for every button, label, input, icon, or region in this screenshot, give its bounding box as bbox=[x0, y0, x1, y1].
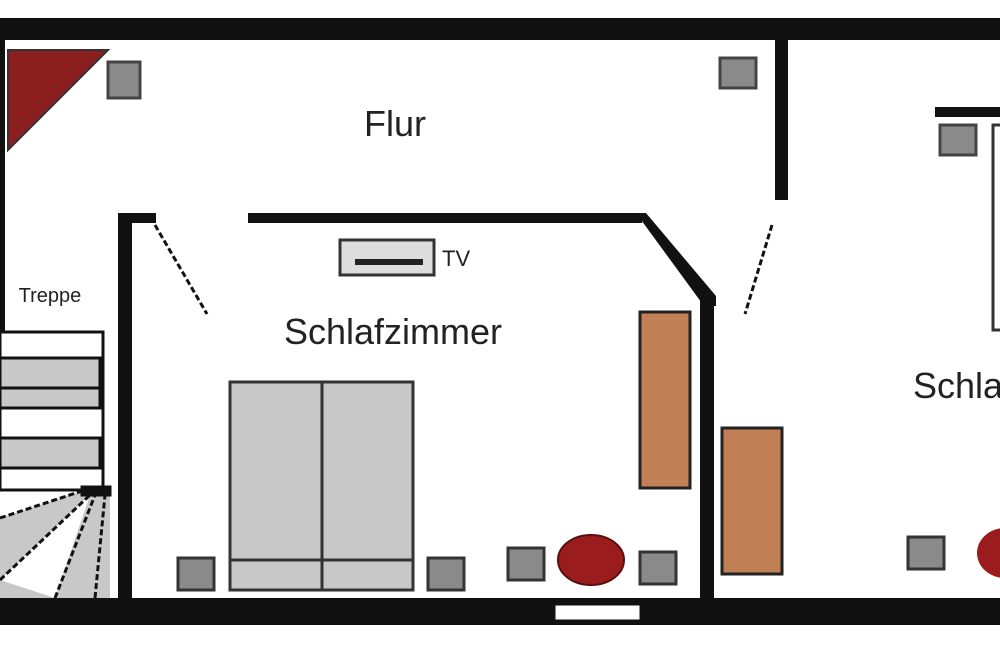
walls bbox=[0, 18, 1000, 625]
room-label-bedroom: Schlafzimmer bbox=[284, 311, 502, 352]
room-label-bedroom-right: Schla bbox=[913, 365, 1000, 406]
chair-icon bbox=[638, 550, 678, 586]
window bbox=[554, 604, 641, 621]
wardrobe-icon bbox=[638, 310, 692, 490]
bed-icon-partial bbox=[991, 123, 1000, 332]
column-icon bbox=[718, 56, 758, 90]
table-icon bbox=[557, 534, 625, 586]
door-swing-bedroom bbox=[153, 224, 209, 315]
chimney-icon bbox=[7, 49, 111, 153]
bottom-wall bbox=[0, 598, 1000, 625]
bedroom-right-wall bbox=[700, 300, 714, 600]
bedroom-left-wall bbox=[118, 213, 132, 603]
column-icon bbox=[106, 60, 142, 100]
double-bed-icon bbox=[228, 380, 415, 592]
bedroom-top-wall bbox=[248, 213, 642, 223]
nightstand-icon bbox=[426, 556, 466, 592]
wardrobe-icon bbox=[720, 426, 784, 576]
left-wall bbox=[0, 38, 5, 333]
nightstand-icon bbox=[176, 556, 216, 592]
room-label-hallway: Flur bbox=[364, 103, 426, 144]
hall-divider-wall bbox=[775, 38, 788, 200]
bedroom-top-wall-left bbox=[118, 213, 156, 223]
stairs-label: Treppe bbox=[19, 285, 82, 307]
tv-label: TV bbox=[442, 246, 470, 271]
chair-icon bbox=[906, 535, 946, 571]
chair-icon bbox=[506, 546, 546, 582]
nightstand-icon bbox=[938, 123, 978, 157]
right-room-top-wall bbox=[935, 107, 1000, 117]
table-icon-partial bbox=[977, 528, 1000, 578]
top-wall bbox=[0, 18, 1000, 40]
door-swing-right-room bbox=[743, 224, 774, 315]
tv-icon bbox=[338, 238, 436, 277]
stairs-icon bbox=[0, 330, 112, 599]
bedroom-diagonal-wall bbox=[636, 213, 716, 306]
